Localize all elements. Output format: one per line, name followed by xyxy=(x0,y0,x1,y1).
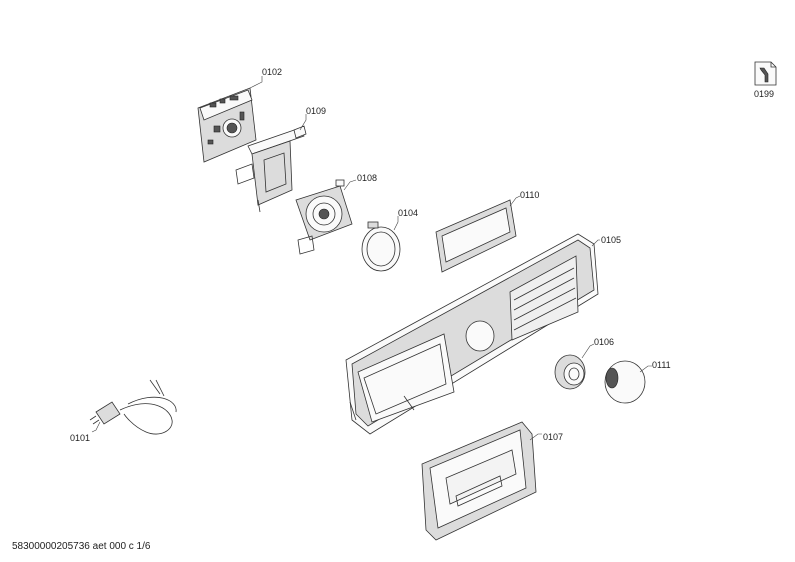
label-0106: 0106 xyxy=(594,337,614,347)
label-0102: 0102 xyxy=(262,67,282,77)
label-0107: 0107 xyxy=(543,432,563,442)
label-0199: 0199 xyxy=(754,89,774,99)
part-0111-knob-cap[interactable] xyxy=(604,360,646,404)
part-0109-holder-bracket[interactable] xyxy=(235,125,307,213)
part-0106-knob-base[interactable] xyxy=(554,354,586,390)
label-0104: 0104 xyxy=(398,208,418,218)
part-0105-control-panel[interactable] xyxy=(345,233,599,435)
part-0102-control-board[interactable] xyxy=(197,87,257,163)
document-footer: 58300000205736 aet 000 c 1/6 xyxy=(12,541,151,552)
label-0101: 0101 xyxy=(70,433,90,443)
part-0104-knob-ring[interactable] xyxy=(361,221,401,272)
part-0101-power-cord[interactable] xyxy=(89,379,177,435)
part-0110-display-window[interactable] xyxy=(435,199,517,273)
part-0107-drawer-handle[interactable] xyxy=(421,421,537,541)
part-0108-selector-mount[interactable] xyxy=(295,179,353,255)
wrench-icon xyxy=(759,67,769,83)
label-0109: 0109 xyxy=(306,106,326,116)
part-0199-documents-icon[interactable] xyxy=(754,61,777,86)
label-0108: 0108 xyxy=(357,173,377,183)
speaker-grille-pattern xyxy=(513,267,577,331)
label-0111: 0111 xyxy=(652,360,671,370)
label-0110: 0110 xyxy=(520,190,539,200)
label-0105: 0105 xyxy=(601,235,621,245)
